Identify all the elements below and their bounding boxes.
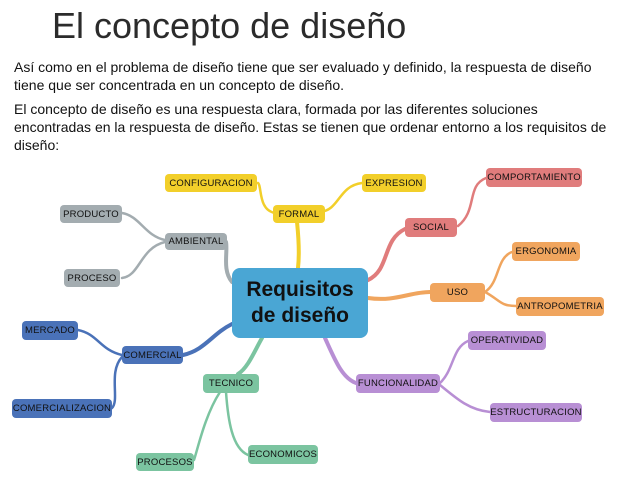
- intro-paragraph: Así como en el problema de diseño tiene …: [14, 59, 592, 93]
- connector-tecnico: [236, 336, 264, 376]
- node-uso: USO: [430, 283, 485, 302]
- center-line-2: de diseño: [250, 304, 350, 327]
- connector-configuracion: [256, 181, 277, 215]
- node-ambiental: AMBIENTAL: [165, 233, 227, 250]
- node-procesos: PROCESOS: [136, 453, 194, 471]
- node-ergonomia: ERGONOMIA: [512, 242, 580, 261]
- connector-estructuracion: [438, 383, 492, 414]
- node-antropometria: ANTROPOMETRIA: [516, 297, 604, 316]
- connector-comercializacion: [110, 355, 124, 410]
- connector-economicos: [224, 390, 250, 457]
- connector-uso: [366, 290, 432, 301]
- node-tecnico: TECNICO: [203, 374, 259, 393]
- connector-ergonomia: [483, 250, 514, 294]
- connector-comercial: [181, 322, 234, 357]
- connector-procesos: [192, 390, 222, 462]
- page-title: El concepto de diseño: [52, 5, 407, 46]
- node-comportamiento: COMPORTAMIENTO: [486, 168, 582, 187]
- node-comercializacion: COMERCIALIZACION: [12, 399, 112, 418]
- connector-operatividad: [438, 339, 470, 385]
- node-formal: FORMAL: [273, 205, 325, 223]
- connector-formal: [295, 220, 301, 270]
- center-node-requisitos: Requisitos de diseño: [232, 268, 368, 338]
- node-producto: PRODUCTO: [60, 205, 122, 223]
- center-line-1: Requisitos: [246, 278, 354, 301]
- node-expresion: EXPRESION: [362, 174, 426, 192]
- concept-paragraph: El concepto de diseño es una respuesta c…: [14, 101, 607, 153]
- connector-producto: [120, 211, 167, 242]
- node-social: SOCIAL: [405, 218, 457, 237]
- connector-mercado: [76, 328, 124, 357]
- node-estructuracion: ESTRUCTURACION: [490, 403, 582, 422]
- node-funcionalidad: FUNCIONALIDAD: [356, 374, 440, 393]
- node-proceso: PROCESO: [64, 269, 120, 287]
- node-comercial: COMERCIAL: [122, 346, 183, 364]
- connector-funcionalidad: [323, 336, 358, 385]
- node-operatividad: OPERATIVIDAD: [468, 331, 546, 350]
- connector-comportamiento: [456, 176, 488, 228]
- connector-proceso: [120, 240, 167, 280]
- connector-expresion: [318, 181, 364, 214]
- node-configuracion: CONFIGURACION: [165, 174, 257, 192]
- node-economicos: ECONOMICOS: [248, 445, 318, 464]
- node-mercado: MERCADO: [22, 321, 78, 340]
- connector-antropometria: [483, 290, 518, 308]
- connector-social: [366, 227, 407, 282]
